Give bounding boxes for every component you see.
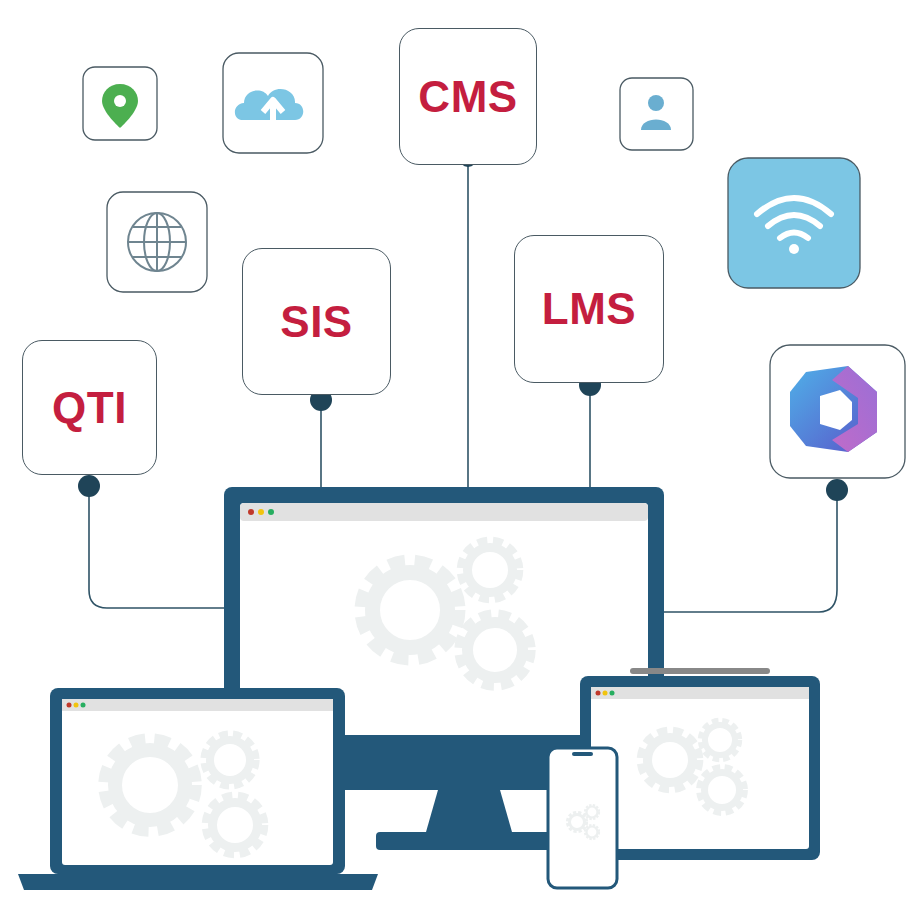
location-pin [102,84,138,128]
wifi-tile [728,158,860,288]
icon-tiles [83,53,905,478]
system-box: LMS [514,235,664,383]
connector-dots [78,149,848,501]
globe-icon [128,213,186,271]
system-box: CMS [399,28,537,165]
office-logo [790,366,877,452]
user-icon [641,95,671,130]
system-label: CMS [418,72,517,122]
system-label: QTI [52,383,127,433]
system-label: LMS [542,284,636,334]
phone [548,748,617,888]
system-label: SIS [280,297,352,347]
system-box: QTI [22,340,157,475]
system-box: SIS [242,248,391,395]
wifi-icon [757,198,831,238]
laptop [18,688,378,890]
